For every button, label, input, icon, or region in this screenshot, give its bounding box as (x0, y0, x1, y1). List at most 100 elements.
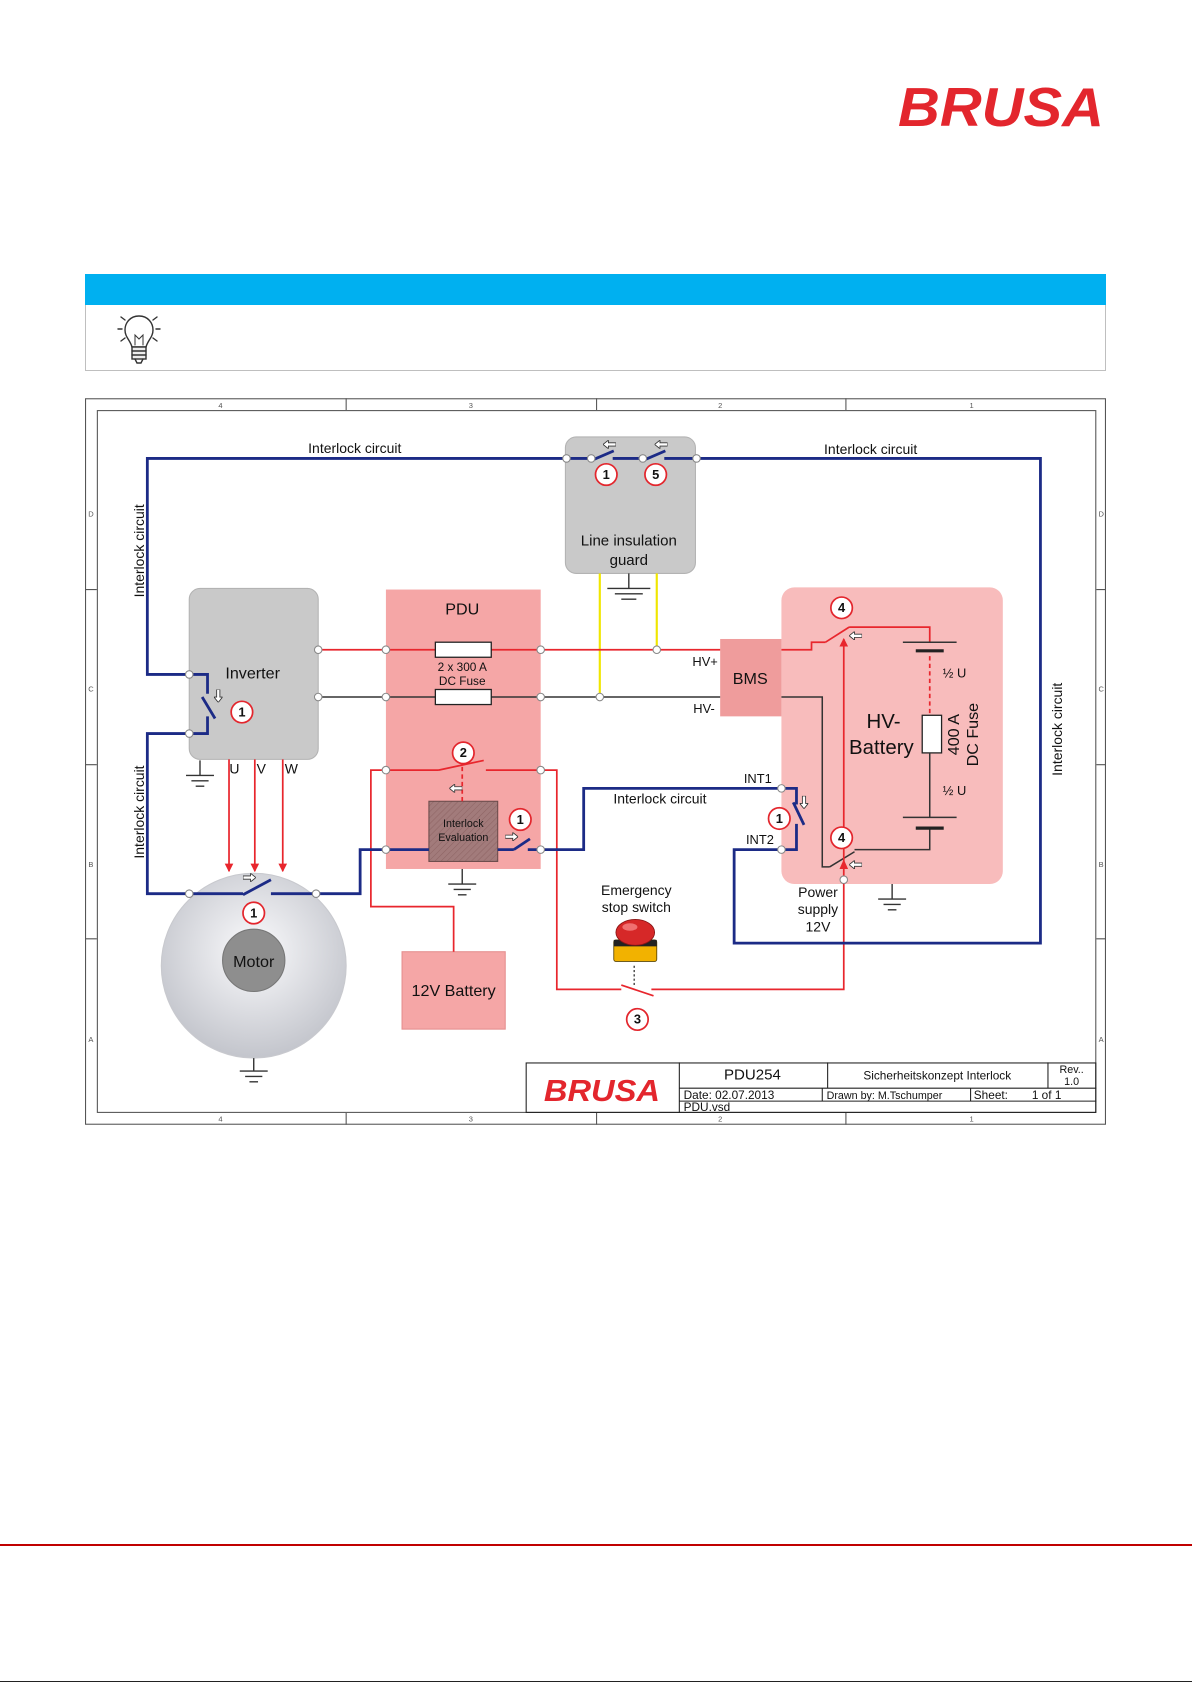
terminal (311, 889, 321, 898)
half-voltage-label: ½ U (943, 783, 967, 798)
title-block: BRUSA PDU254 Sicherheitskonzept Interloc… (525, 1062, 1097, 1114)
terminal (381, 765, 391, 775)
terminal (184, 670, 194, 679)
drawing-number: PDU254 (724, 1067, 781, 1084)
file-name: PDU.vsd (684, 1100, 731, 1114)
interlock-wiring-diagram: 4 3 2 1 4 3 2 1 D C B A D C B A (85, 398, 1106, 1125)
terminals (184, 454, 849, 898)
hv-battery-box (781, 587, 1003, 885)
terminal (777, 784, 786, 793)
interlock-evaluation-label: Interlock (443, 818, 484, 830)
terminal (313, 692, 323, 702)
motor-core (222, 928, 286, 993)
grid-column-label: 1 (970, 1115, 974, 1124)
switch-badge-number: 1 (603, 467, 610, 482)
pdu-main-switch-wire (385, 759, 541, 771)
terminal (381, 845, 391, 854)
switch-badge-number: 1 (776, 811, 783, 826)
grid-row-label: C (1098, 685, 1104, 694)
terminal (536, 645, 545, 655)
interlock-circuit-wire (145, 449, 1042, 945)
grid-column-label: 4 (218, 401, 222, 410)
grid-column-label: 2 (718, 1115, 722, 1124)
interlock-evaluation-label: Evaluation (438, 832, 488, 844)
interlock-evaluation-box (428, 800, 499, 862)
int1-label: INT1 (744, 771, 772, 786)
terminal (652, 645, 662, 655)
ground-icon (186, 760, 214, 787)
grid-row-label: A (88, 1035, 93, 1044)
interlock-circuit-label: Interlock circuit (613, 790, 706, 806)
revision-label: Rev.. (1059, 1064, 1083, 1076)
ground-icon (448, 868, 477, 896)
switch-badge-number: 4 (838, 830, 846, 845)
hv-battery-label: HV- (867, 711, 901, 733)
grid-dividers (85, 398, 1106, 1125)
switch-badge: 5 (644, 462, 668, 487)
phase-label: U (229, 760, 239, 776)
interlock-circuit-label: Interlock circuit (308, 440, 401, 456)
terminal (381, 692, 391, 702)
terminal (777, 845, 786, 854)
footer-rule (0, 1544, 1192, 1546)
power-supply-label: supply (798, 901, 838, 917)
interlock-circuit-label: Interlock circuit (824, 441, 917, 457)
terminal (536, 765, 545, 775)
battery-fuse-label: 400 A (945, 714, 963, 755)
pdu-label: PDU (445, 600, 479, 618)
interlock-circuit-label: Interlock circuit (131, 504, 147, 597)
power-supply-label: 12V (806, 918, 832, 934)
grid-row-label: A (1099, 1035, 1104, 1044)
grid-row-label: B (1099, 860, 1104, 869)
ground-icon (239, 1058, 268, 1083)
terminal (638, 454, 648, 463)
switch-badge-number: 4 (838, 600, 846, 615)
grid-column-label: 3 (469, 1115, 473, 1124)
ground-icon (878, 884, 907, 911)
brand-logo: BRUSA (898, 80, 1104, 132)
battery-12v-label: 12V Battery (412, 982, 497, 1000)
pdu-fuse-plus (434, 641, 492, 658)
battery-12v-box (401, 951, 506, 1030)
sheet-label: Sheet: (974, 1088, 1008, 1102)
ground-icon (607, 573, 651, 600)
interlock-circuit-label: Interlock circuit (131, 765, 147, 858)
phase-label: W (285, 760, 299, 776)
line-guard-label: Line insulation (581, 532, 677, 549)
drawing-frame-outer (85, 398, 1106, 1125)
grid-row-labels-left: D C B A (88, 509, 94, 1044)
terminal (536, 845, 545, 854)
switch-badge-number: 5 (652, 467, 659, 482)
switch-badge: 1 (767, 806, 791, 831)
grid-column-labels-top: 4 3 2 1 (218, 401, 973, 410)
bms-box (720, 638, 782, 717)
grid-column-label: 4 (218, 1115, 222, 1124)
grid-column-label: 2 (718, 401, 722, 410)
line-guard-label: guard (610, 552, 648, 569)
terminal (839, 875, 849, 885)
switch-badge: 1 (242, 901, 266, 925)
switch-badge: 1 (594, 462, 618, 487)
power-supply-label: Power (798, 884, 838, 900)
info-bar (85, 274, 1106, 305)
hv-battery-label: Battery (849, 737, 914, 759)
grid-column-label: 1 (970, 401, 974, 410)
battery-internal-wire-lower (902, 752, 957, 819)
motor-label: Motor (233, 953, 275, 971)
int2-label: INT2 (746, 832, 774, 847)
interlock-circuit-label: Interlock circuit (1049, 683, 1065, 776)
battery-fuse-label: DC Fuse (964, 703, 982, 767)
grid-column-labels-bottom: 4 3 2 1 (218, 1115, 973, 1124)
terminal (536, 692, 545, 702)
pdu-fuse-label: DC Fuse (439, 674, 486, 688)
switch-badge-number: 1 (517, 812, 524, 827)
phase-label: V (257, 760, 267, 776)
switch-badge-number: 1 (250, 905, 257, 920)
switch-badge-number: 1 (238, 704, 245, 719)
emergency-stop-label: stop switch (602, 899, 671, 915)
switch-badge-number: 2 (460, 745, 467, 760)
grid-row-label: B (88, 860, 93, 869)
bms-label: BMS (733, 670, 768, 688)
emergency-stop-label: Emergency (601, 882, 672, 898)
